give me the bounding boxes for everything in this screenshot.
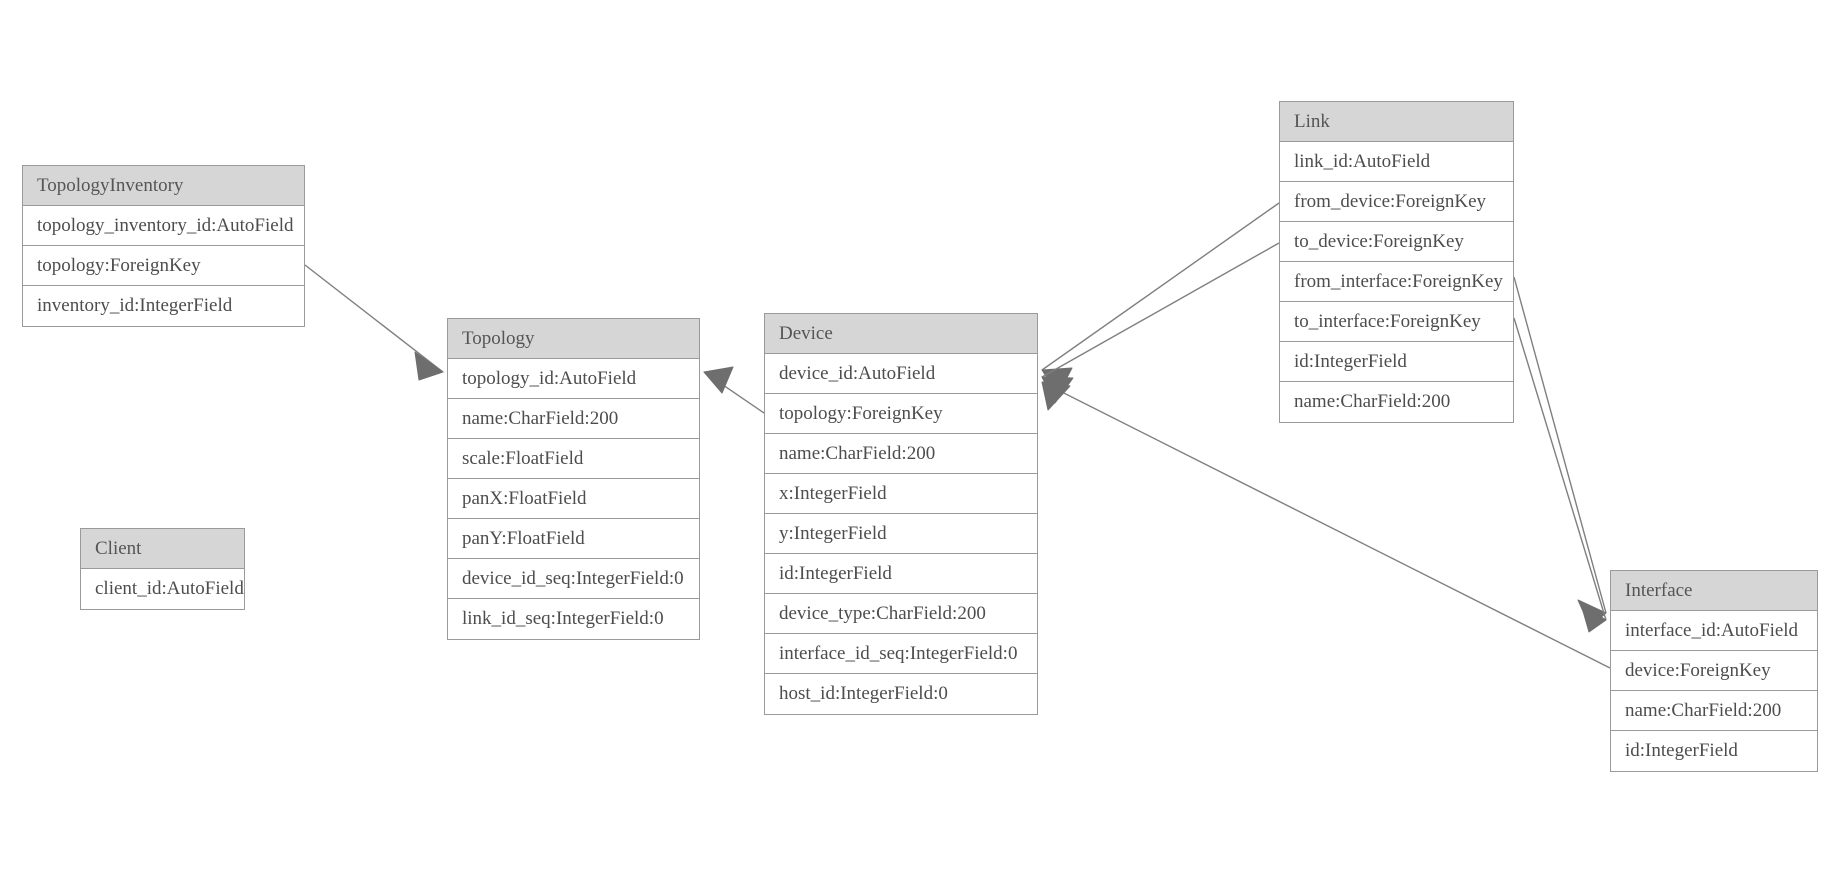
uml-attribute-row[interactable]: id:IntegerField [765,554,1037,594]
uml-attribute-row[interactable]: device_id:AutoField [765,354,1037,394]
uml-attribute-row[interactable]: interface_id:AutoField [1611,611,1817,651]
uml-class-name: TopologyInventory [23,166,304,206]
uml-attribute-list: client_id:AutoField [81,569,244,609]
uml-attribute-row[interactable]: host_id:IntegerField:0 [765,674,1037,714]
uml-attribute-row[interactable]: scale:FloatField [448,439,699,479]
relationship-arrowhead-icon [1580,603,1607,633]
uml-attribute-row[interactable]: inventory_id:IntegerField [23,286,304,326]
uml-class-name: Topology [448,319,699,359]
uml-attribute-row[interactable]: device:ForeignKey [1611,651,1817,691]
uml-attribute-row[interactable]: topology_id:AutoField [448,359,699,399]
uml-attribute-row[interactable]: link_id_seq:IntegerField:0 [448,599,699,639]
uml-attribute-row[interactable]: x:IntegerField [765,474,1037,514]
uml-attribute-row[interactable]: topology_inventory_id:AutoField [23,206,304,246]
relationship-arrowhead-icon [414,351,444,381]
uml-attribute-row[interactable]: to_device:ForeignKey [1280,222,1513,262]
uml-attribute-row[interactable]: name:CharField:200 [765,434,1037,474]
uml-attribute-row[interactable]: device_id_seq:IntegerField:0 [448,559,699,599]
uml-class-name: Link [1280,102,1513,142]
uml-attribute-row[interactable]: y:IntegerField [765,514,1037,554]
uml-class-name: Client [81,529,244,569]
uml-attribute-row[interactable]: link_id:AutoField [1280,142,1513,182]
relationship-arrowhead-icon [1577,599,1607,628]
uml-attribute-row[interactable]: name:CharField:200 [1611,691,1817,731]
uml-attribute-row[interactable]: to_interface:ForeignKey [1280,302,1513,342]
uml-attribute-row[interactable]: id:IntegerField [1280,342,1513,382]
relationship-line [1041,242,1280,378]
relationship-line [1041,381,1611,669]
relationship-line [1513,276,1607,614]
uml-attribute-row[interactable]: topology:ForeignKey [23,246,304,286]
uml-attribute-row[interactable]: client_id:AutoField [81,569,244,609]
uml-attribute-row[interactable]: from_device:ForeignKey [1280,182,1513,222]
relationship-arrowhead-icon [1041,381,1071,411]
relationship-line [1041,202,1280,371]
uml-attribute-row[interactable]: device_type:CharField:200 [765,594,1037,634]
uml-attribute-row[interactable]: panY:FloatField [448,519,699,559]
relationship-line [304,264,444,373]
relationship-line [703,371,765,414]
uml-class-name: Device [765,314,1037,354]
uml-attribute-row[interactable]: interface_id_seq:IntegerField:0 [765,634,1037,674]
uml-attribute-row[interactable]: name:CharField:200 [1280,382,1513,422]
relationship-arrowhead-icon [703,366,734,394]
relationship-line [1513,317,1607,621]
uml-attribute-row[interactable]: topology:ForeignKey [765,394,1037,434]
relationship-arrowhead-icon [1041,367,1073,396]
relationship-arrowhead-icon [1041,376,1074,404]
uml-class-name: Interface [1611,571,1817,611]
uml-attribute-row[interactable]: id:IntegerField [1611,731,1817,771]
uml-attribute-row[interactable]: name:CharField:200 [448,399,699,439]
uml-attribute-row[interactable]: from_interface:ForeignKey [1280,262,1513,302]
uml-attribute-row[interactable]: panX:FloatField [448,479,699,519]
